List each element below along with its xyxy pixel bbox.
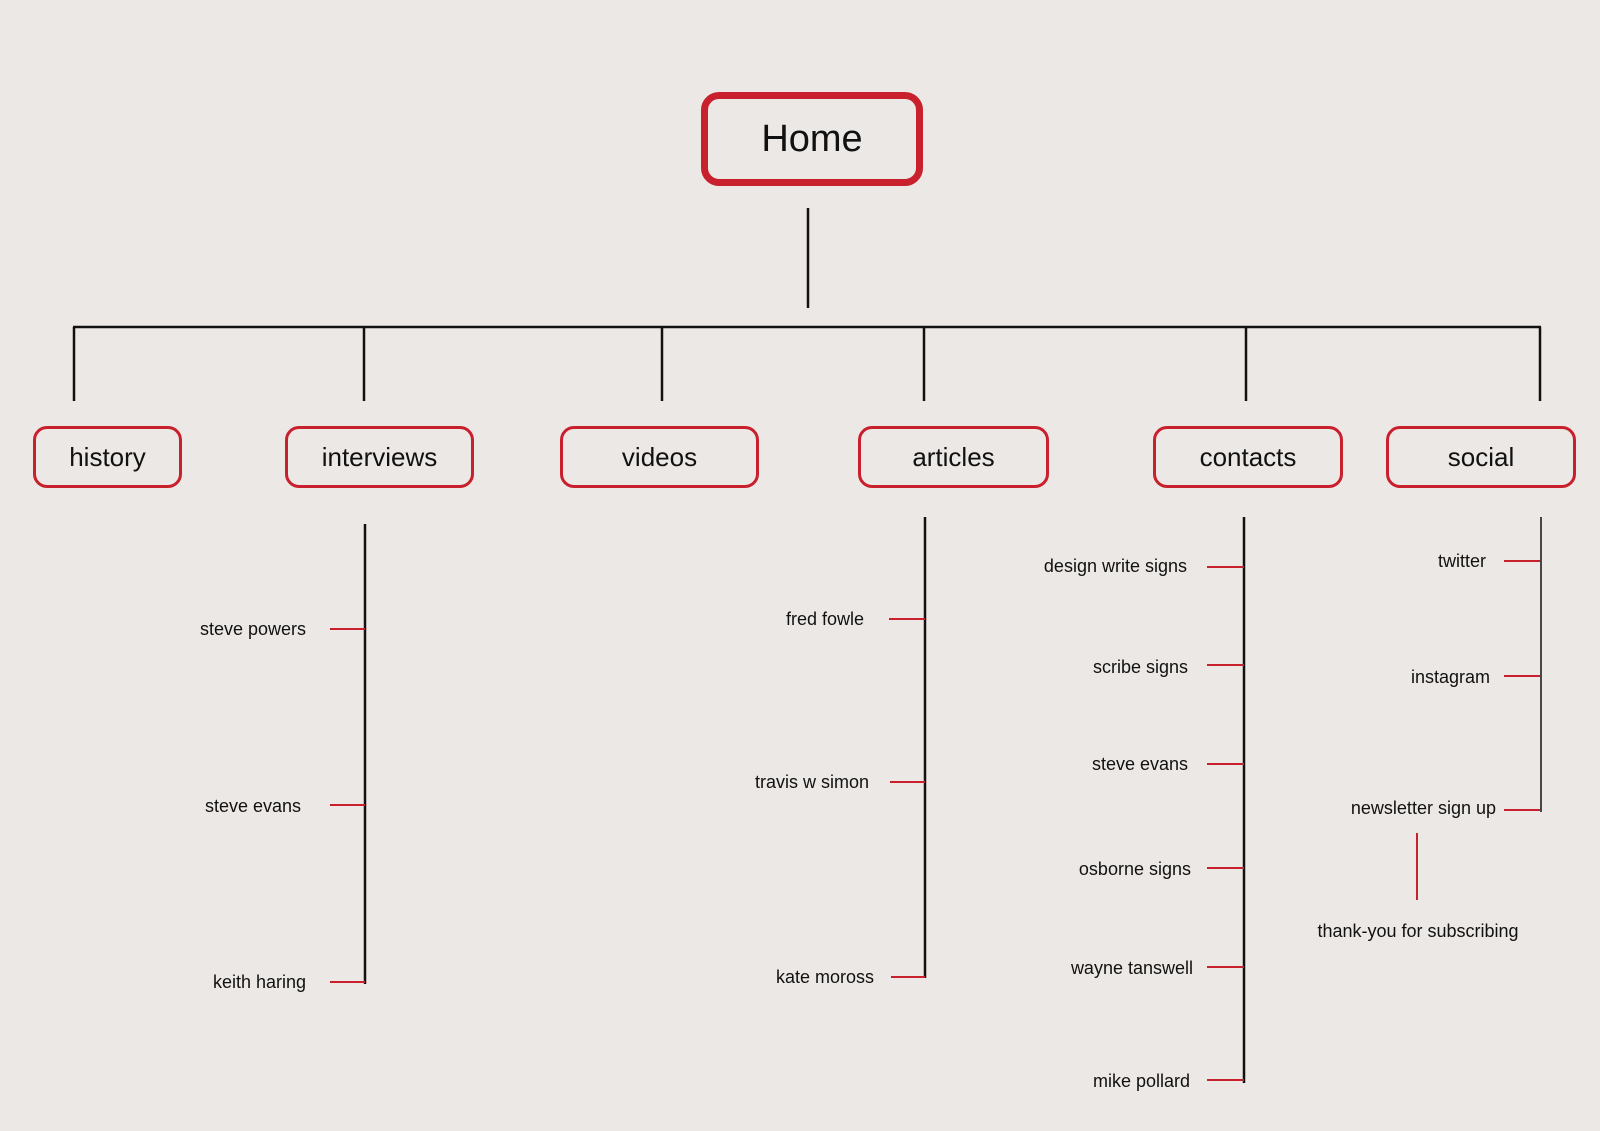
section-node-history: history: [33, 426, 182, 488]
home-node: Home: [701, 92, 923, 186]
section-node-label: interviews: [321, 441, 438, 472]
leaf-item: twitter: [1437, 551, 1486, 571]
leaf-item: steve evans: [204, 796, 301, 816]
section-node-articles: articles: [858, 426, 1049, 488]
section-node-label: history: [69, 441, 146, 472]
section-node-label: articles: [912, 441, 995, 472]
leaf-item: design write signs: [1043, 556, 1187, 576]
section-node-label: videos: [621, 441, 698, 472]
leaf-item: instagram: [1410, 667, 1490, 687]
leaf-item: osborne signs: [1078, 859, 1191, 879]
leaf-item: mike pollard: [1092, 1071, 1190, 1091]
section-node-contacts: contacts: [1153, 426, 1343, 488]
home-node-label: Home: [761, 117, 863, 160]
leaf-item-subpage: thank-you for subscribing: [1317, 921, 1519, 941]
leaf-item: steve powers: [199, 619, 306, 639]
leaf-item: wayne tanswell: [1070, 958, 1193, 978]
leaf-item: scribe signs: [1092, 657, 1188, 677]
section-node-label: social: [1447, 441, 1515, 472]
section-node-social: social: [1386, 426, 1576, 488]
section-node-interviews: interviews: [285, 426, 474, 488]
leaf-item: steve evans: [1091, 754, 1188, 774]
section-node-label: contacts: [1199, 441, 1297, 472]
leaf-item: fred fowle: [785, 609, 864, 629]
leaf-item: keith haring: [212, 972, 306, 992]
section-node-videos: videos: [560, 426, 759, 488]
leaf-item: kate moross: [775, 967, 874, 987]
leaf-item: newsletter sign up: [1350, 798, 1496, 818]
leaf-item: travis w simon: [754, 772, 869, 792]
